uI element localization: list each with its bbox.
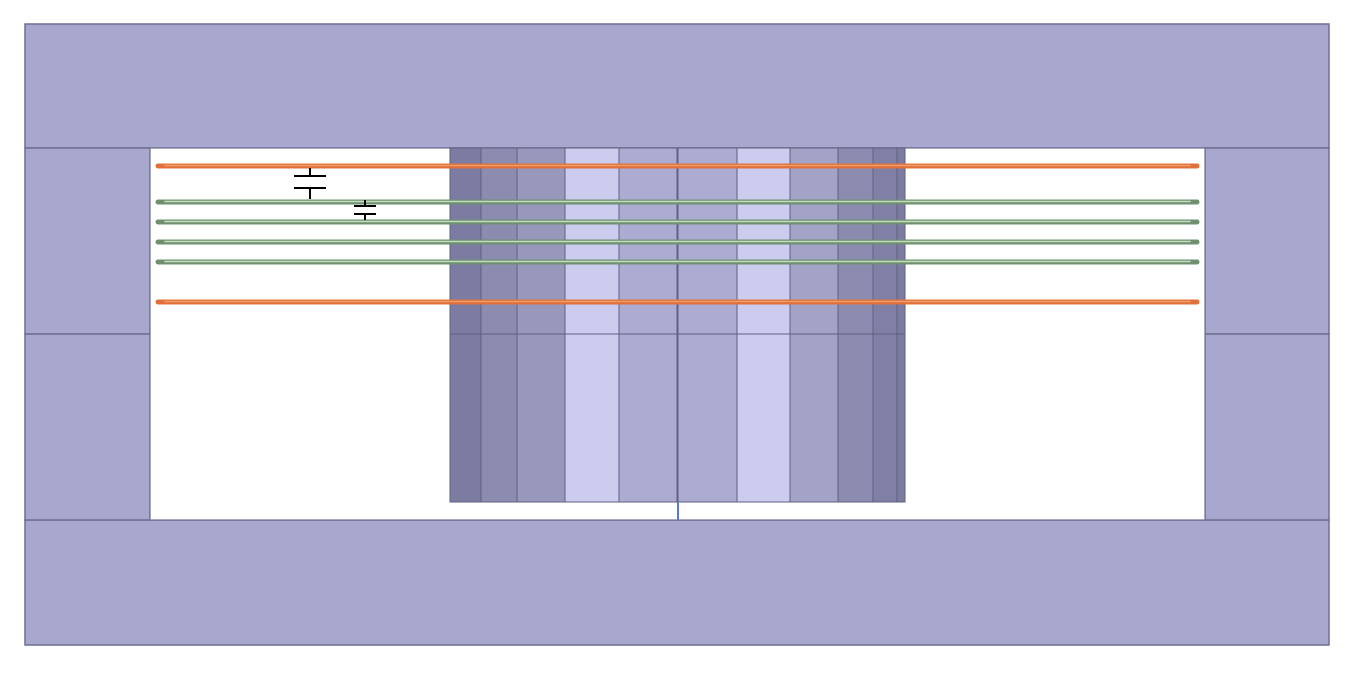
winding-layer [449,147,482,503]
core-top-yoke [24,23,1330,149]
green-trace [155,219,1200,225]
winding-layer [480,147,518,503]
core-right-limb-upper [1204,147,1330,335]
capacitor-symbol-large [294,168,326,199]
winding-layer [837,147,874,503]
winding-layer [618,147,678,503]
core-right-limb-lower [1204,333,1330,521]
orange-trace [155,299,1200,305]
green-trace [155,239,1200,245]
core-left-limb-upper [24,147,151,335]
winding-layer [676,147,738,503]
conductor-traces [155,163,1200,305]
magnetic-core-frame [24,23,1330,646]
core-bottom-yoke [24,519,1330,646]
orange-trace [155,163,1200,169]
green-trace [155,259,1200,265]
winding-layer [896,147,906,503]
core-left-limb-lower [24,333,151,521]
green-trace [155,199,1200,205]
winding-layer [516,147,566,503]
winding-layer [872,147,898,503]
winding-layer [736,147,791,503]
center-winding-stack [449,147,906,503]
capacitor-symbol-small [354,200,376,220]
